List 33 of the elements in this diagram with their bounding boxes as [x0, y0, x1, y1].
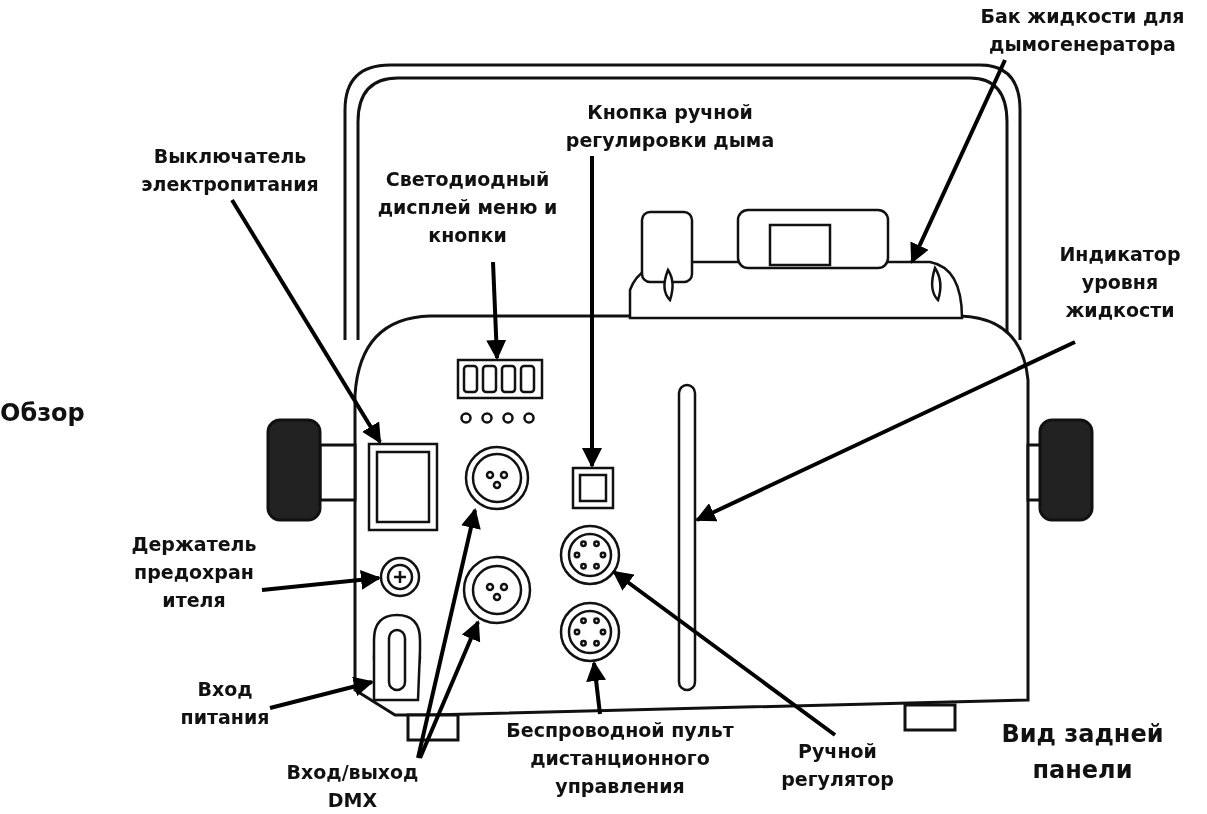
callout-label: Вход/выход DMX — [265, 758, 440, 814]
fluid-tank — [628, 208, 964, 320]
level-window — [677, 383, 697, 692]
round-connector — [559, 524, 621, 586]
leader-arrow — [582, 156, 602, 468]
callout-label: Бак жидкости для дымогенератора — [960, 2, 1205, 58]
callout-label: Выключатель электропитания — [125, 142, 335, 198]
xlr-connector — [464, 445, 530, 511]
leader-arrow — [418, 620, 481, 759]
callout-label: Кнопка ручной регулировки дыма — [555, 98, 785, 154]
callout-label: Вход питания — [175, 675, 275, 731]
leader-arrow — [695, 340, 1076, 522]
leader-arrow — [486, 261, 507, 360]
xlr-connector — [462, 555, 532, 625]
callout-label: Индикатор уровня жидкости — [1040, 240, 1200, 324]
leader-arrow — [416, 508, 481, 759]
led-display — [456, 358, 544, 424]
callout-label: Беспроводной пульт дистанционного управления — [470, 716, 770, 800]
view-title: Вид задней панели — [1000, 719, 1165, 786]
leader-arrow — [269, 676, 374, 710]
fuse-holder — [379, 556, 421, 598]
leader-arrow — [261, 569, 381, 592]
callout-label: Ручной регулятор — [775, 737, 900, 793]
leader-arrow — [612, 570, 837, 737]
callout-label: Светодиодный дисплей меню и кнопки — [360, 165, 575, 249]
leader-arrow — [230, 198, 382, 444]
power-inlet — [372, 613, 422, 702]
square-push-button — [571, 466, 615, 510]
rocker-switch — [367, 442, 439, 532]
callout-label: Держатель предохранителя — [128, 530, 260, 614]
leader-arrow — [910, 59, 1007, 264]
round-connector — [559, 601, 621, 663]
view-title: Обзор — [0, 398, 86, 429]
